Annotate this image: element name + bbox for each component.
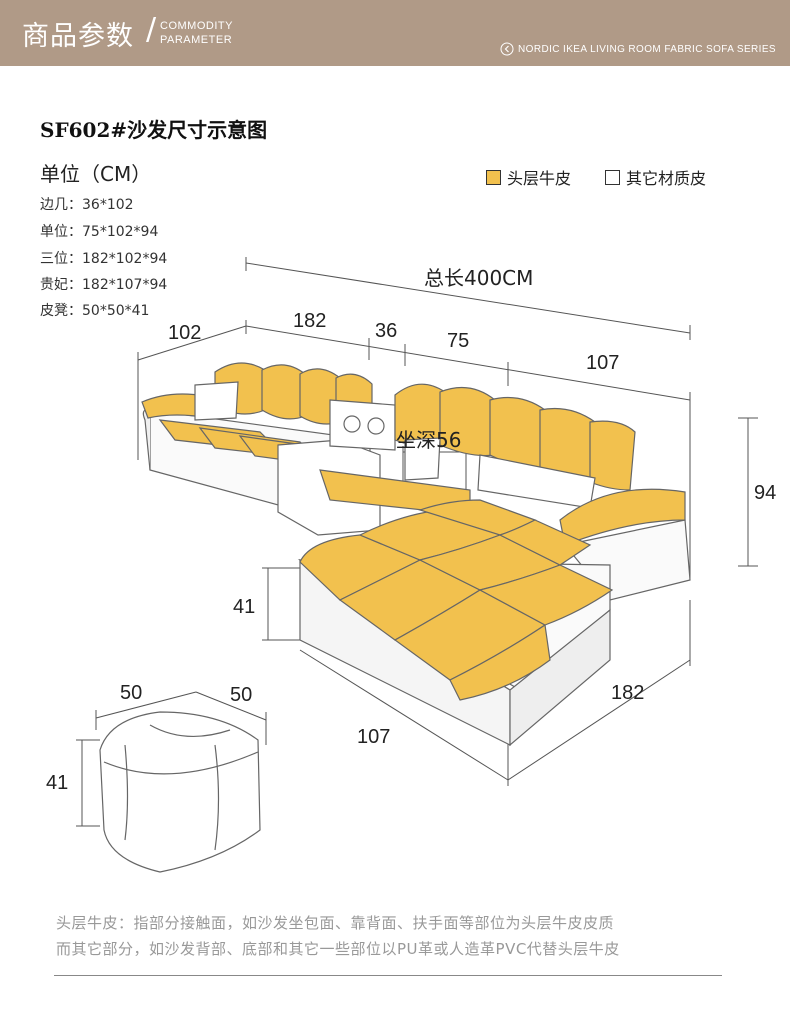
header-series: NORDIC IKEA LIVING ROOM FABRIC SOFA SERI…	[500, 42, 776, 56]
label-stool-width: 50	[120, 682, 143, 704]
label-width-75: 75	[447, 330, 470, 352]
label-length-107-front: 107	[357, 726, 391, 748]
spec-stool: 皮凳：50*50*41	[40, 303, 150, 319]
legend-leather-label: 头层牛皮	[507, 169, 572, 188]
header-series-text: NORDIC IKEA LIVING ROOM FABRIC SOFA SERI…	[518, 43, 776, 55]
label-width-36: 36	[375, 320, 398, 342]
spec-three-seat: 三位：182*102*94	[40, 251, 168, 267]
bottom-divider	[54, 975, 722, 976]
legend-other-label: 其它材质皮	[626, 169, 707, 188]
label-stool-height: 41	[46, 772, 69, 794]
header-subtitle-line2: PARAMETER	[160, 34, 233, 46]
header-title: 商品参数	[22, 21, 134, 52]
label-width-107-top: 107	[586, 352, 620, 374]
dimension-line-top-segments	[245, 325, 691, 401]
legend-other-swatch	[605, 169, 620, 185]
header-slash: /	[146, 12, 157, 47]
header-subtitle-line1: COMMODITY	[160, 20, 233, 32]
dimension-line-102	[137, 325, 247, 361]
label-length-182-side: 182	[611, 682, 645, 704]
spec-side-table: 边几：36*102	[40, 197, 134, 213]
label-height-94: 94	[754, 482, 777, 504]
label-seat-depth: 坐深56	[396, 428, 462, 452]
dimension-line-182-side	[507, 659, 691, 781]
legend-leather: 头层牛皮	[486, 165, 571, 189]
arrow-circle-icon	[500, 42, 514, 56]
dimension-line-total	[245, 262, 691, 334]
legend-leather-swatch	[486, 169, 501, 185]
legend-other: 其它材质皮	[605, 165, 706, 189]
label-total-length: 总长400CM	[424, 266, 534, 290]
label-height-41: 41	[233, 596, 256, 618]
note-line-1: 头层牛皮：指部分接触面，如沙发坐包面、靠背面、扶手面等部位为头层牛皮皮质	[56, 914, 615, 932]
diagram-title: SF602#沙发尺寸示意图	[40, 118, 268, 142]
dimension-line-107-front	[299, 649, 509, 781]
label-width-182: 182	[293, 310, 327, 332]
unit-title: 单位（CM）	[40, 162, 152, 186]
header-bar: 商品参数 / COMMODITY PARAMETER NORDIC IKEA L…	[0, 0, 790, 66]
label-width-102: 102	[168, 322, 202, 344]
spec-chaise: 贵妃：182*107*94	[40, 277, 168, 293]
spec-single-seat: 单位：75*102*94	[40, 224, 159, 240]
label-stool-depth: 50	[230, 684, 253, 706]
note-line-2: 而其它部分，如沙发背部、底部和其它一些部位以PU革或人造革PVC代替头层牛皮	[56, 940, 620, 958]
